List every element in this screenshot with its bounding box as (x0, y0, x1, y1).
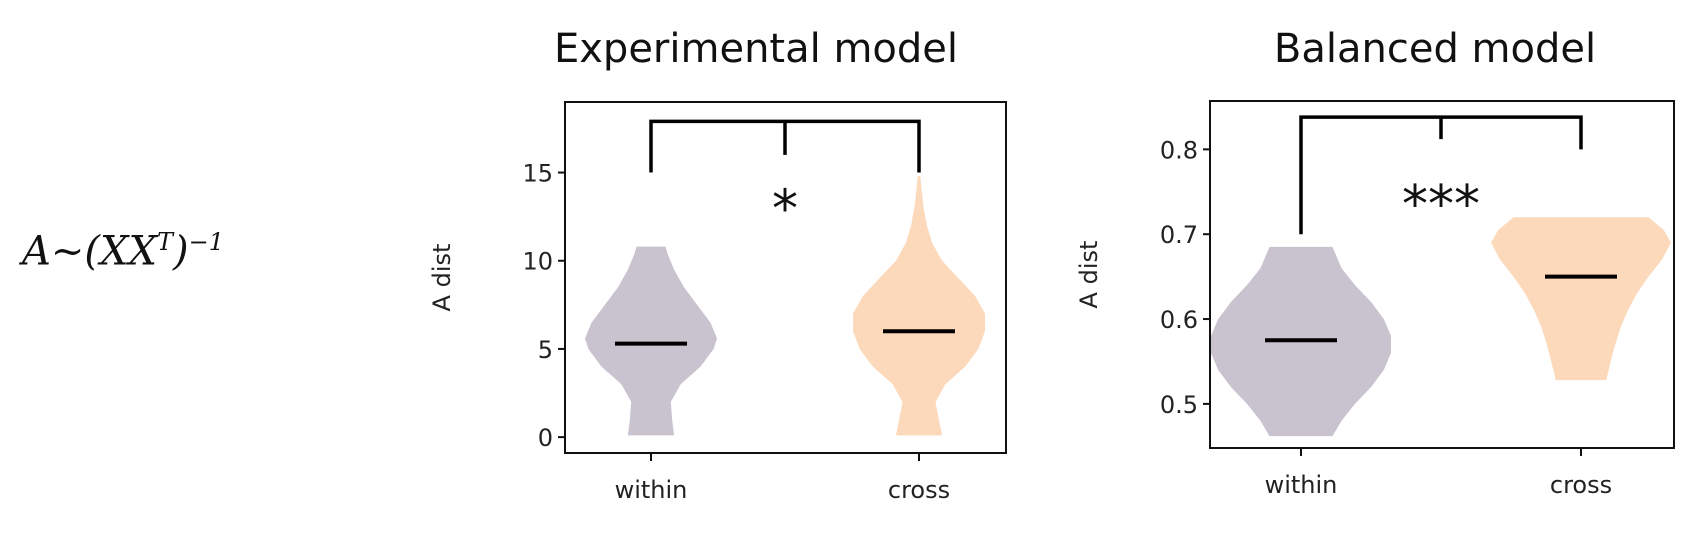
chart-0: Experimental model 0 5 10 15 within cross A dis… (428, 26, 1007, 504)
formula-exponent: −1 (188, 228, 224, 256)
y-tick-label: 0.8 (1160, 136, 1198, 164)
formula-transpose: T (156, 228, 173, 256)
y-tick-label: 15 (522, 160, 553, 188)
significance-stars: *** (1402, 175, 1480, 235)
violin-cross (853, 176, 985, 436)
formula-relation: ~ (50, 228, 85, 275)
x-tick-label-within: within (1265, 471, 1338, 499)
y-tick-label: 0.6 (1160, 306, 1198, 334)
y-tick-label: 0.7 (1160, 221, 1198, 249)
y-tick-label: 0.5 (1160, 391, 1198, 419)
y-axis-label: A dist (1075, 241, 1103, 309)
x-tick-label-within: within (615, 476, 688, 504)
violin-within (585, 246, 717, 436)
y-tick-label: 5 (538, 336, 553, 364)
violin-cross (1491, 217, 1671, 381)
chart-1: Balanced model 0.5 0.6 0.7 0.8 within cross A d… (1075, 26, 1675, 499)
axes-frame (1209, 100, 1675, 449)
x-tick-label-cross: cross (1550, 471, 1612, 499)
significance-bracket (649, 119, 921, 173)
axes-frame (564, 101, 1007, 454)
y-axis-label: A dist (428, 244, 456, 312)
formula-close: ) (172, 228, 189, 275)
formula-base: (XX (84, 228, 157, 275)
x-tick-label-cross: cross (888, 476, 950, 504)
formula: A~(XXT)−1 (22, 228, 224, 274)
formula-lhs: A (22, 228, 51, 275)
chart-title: Balanced model (1274, 26, 1596, 72)
y-tick-label: 10 (522, 248, 553, 276)
y-tick-label: 0 (538, 424, 553, 452)
significance-bracket (1299, 115, 1583, 235)
chart-title: Experimental model (554, 26, 958, 72)
significance-stars: * (772, 179, 798, 239)
